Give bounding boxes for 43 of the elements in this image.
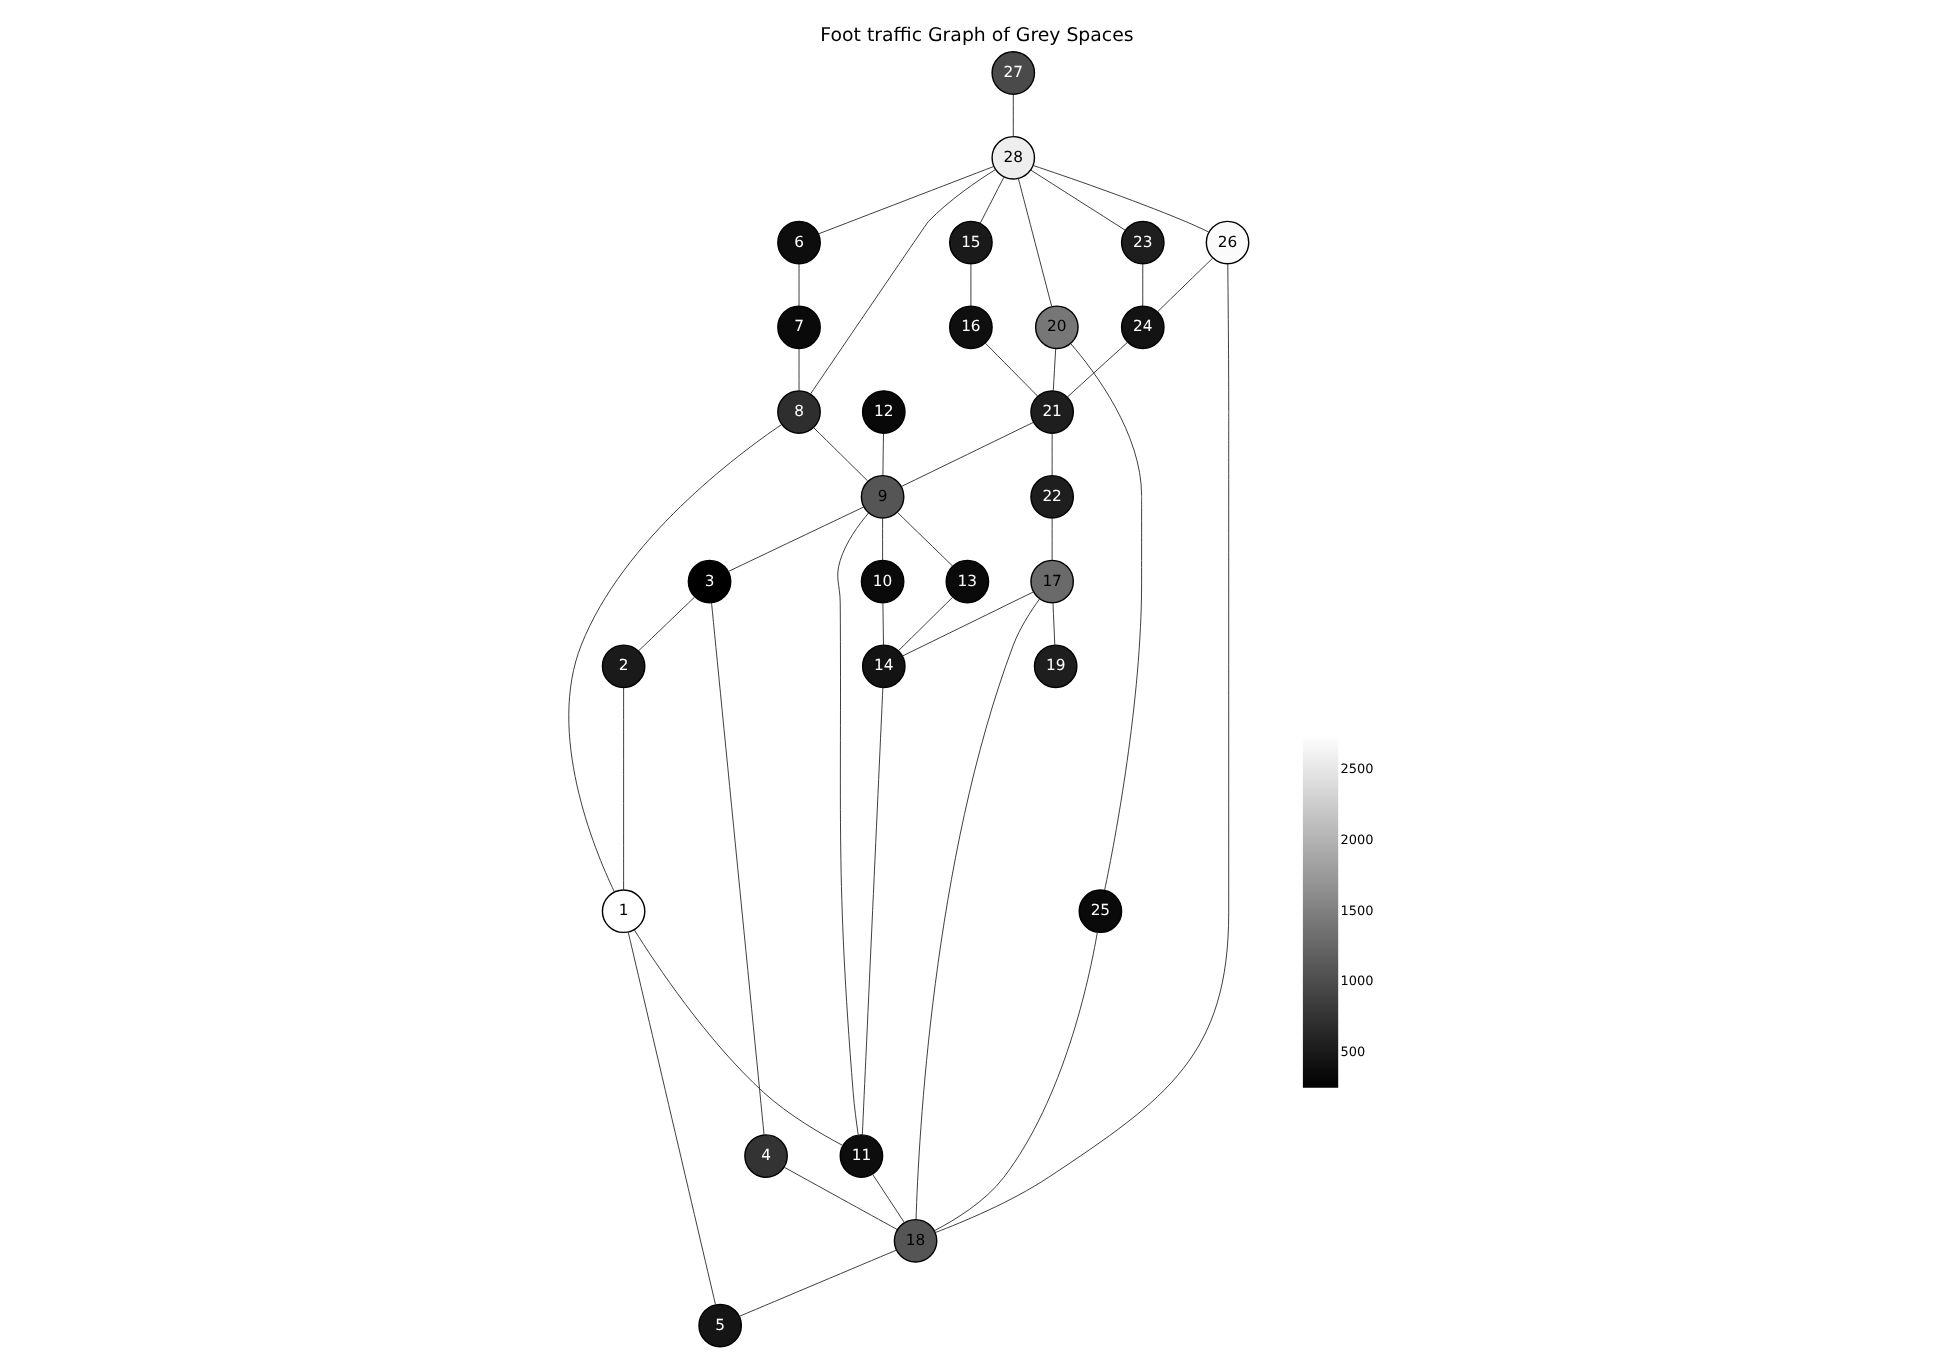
connector (1051, 433, 1053, 476)
connector (970, 263, 972, 307)
connector (898, 596, 954, 651)
connector (798, 348, 800, 392)
connector (1032, 165, 1210, 233)
connector (818, 165, 995, 235)
connector (902, 591, 1034, 657)
connector (915, 598, 1041, 1220)
connector (882, 602, 884, 646)
connector (901, 421, 1034, 487)
connector (783, 1166, 898, 1230)
connector (810, 169, 996, 395)
connector (633, 929, 844, 1146)
connector (1142, 263, 1144, 307)
connector (711, 602, 765, 1136)
connector (798, 263, 800, 307)
connector (837, 512, 869, 1136)
connector (739, 1249, 897, 1317)
connector (872, 1173, 905, 1224)
connector (1156, 257, 1214, 313)
connector (882, 517, 884, 561)
connector (979, 176, 1005, 224)
connector (627, 931, 716, 1306)
connector (935, 263, 1230, 1233)
connector (882, 433, 884, 476)
connector (1012, 94, 1014, 137)
connector (1030, 169, 1126, 231)
connector (1052, 602, 1056, 646)
connector (623, 687, 625, 891)
connector (1017, 178, 1053, 307)
connector (637, 596, 696, 652)
connector (1070, 343, 1143, 891)
connector (933, 931, 1098, 1232)
connector (568, 424, 782, 893)
connector (861, 687, 884, 1135)
diagram-title: Foot traffic Graph of Grey Spaces (820, 24, 1134, 47)
connector (984, 342, 1039, 397)
connector (1051, 517, 1053, 561)
connector (1052, 348, 1057, 392)
connector (813, 427, 869, 482)
connector (896, 511, 954, 567)
connector (1066, 341, 1128, 398)
connector (727, 506, 865, 572)
